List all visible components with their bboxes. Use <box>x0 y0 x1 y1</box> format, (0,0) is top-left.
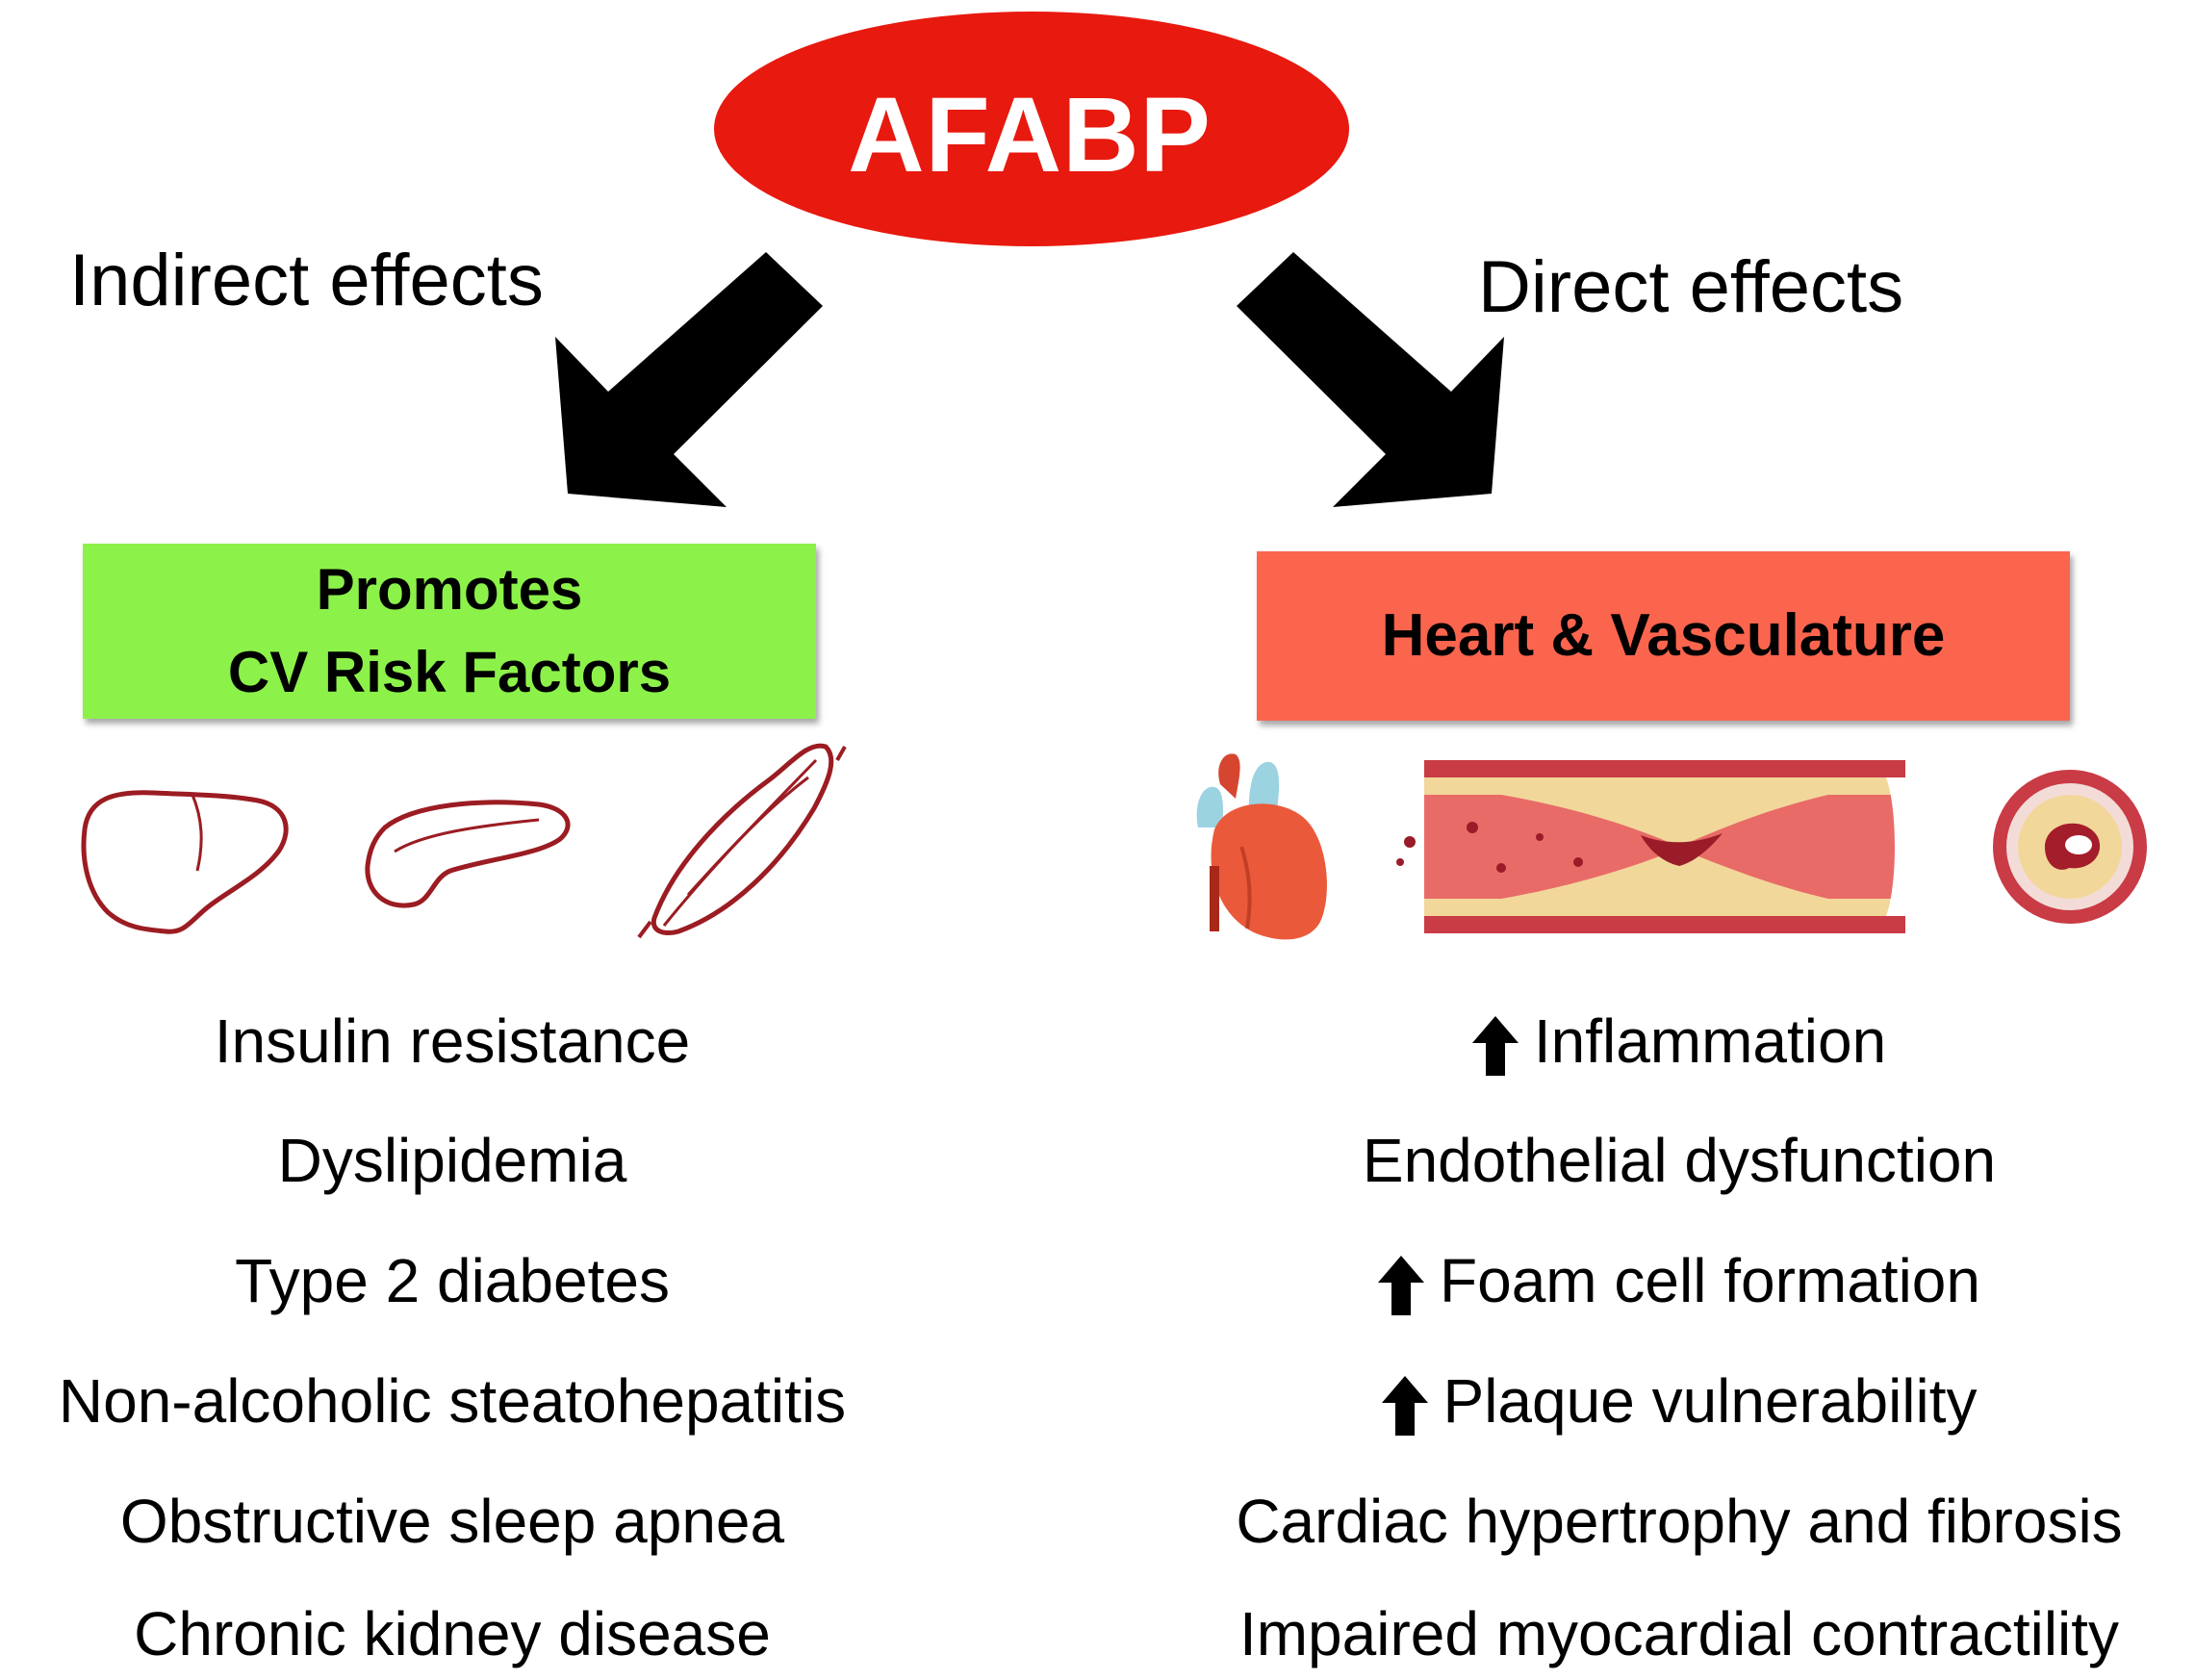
list-item: Obstructive sleep apnea <box>119 1487 785 1556</box>
list-item-text: Foam cell formation <box>1440 1246 1980 1315</box>
direct-effects-arrow-icon <box>1237 252 1504 507</box>
artery-cross-section-icon <box>1993 770 2147 924</box>
pancreas-icon <box>365 800 571 908</box>
cv-risk-factors-box-line-1: Promotes <box>316 557 583 622</box>
list-item-text: Plaque vulnerability <box>1442 1366 1978 1436</box>
list-item: Insulin resistance <box>214 1006 691 1076</box>
list-item: Chronic kidney disease <box>134 1599 771 1668</box>
list-item: Inflammation <box>1174 1003 2184 1080</box>
artery-plaque-icon <box>1396 760 1905 933</box>
heart-icon <box>1196 753 1327 940</box>
list-item-text: Cardiac hypertrophy and fibrosis <box>1236 1487 2123 1556</box>
liver-icon <box>81 790 289 934</box>
list-item: Type 2 diabetes <box>235 1246 670 1315</box>
up-arrow-icon <box>1381 1376 1428 1437</box>
list-item: Plaque vulnerability <box>1174 1362 2184 1439</box>
list-item: Impaired myocardial contractility <box>1174 1595 2184 1672</box>
indirect-effects-arrow-icon <box>555 252 823 507</box>
cv-risk-factors-box-line-2: CV Risk Factors <box>227 640 672 704</box>
list-item: Non-alcoholic steatohepatitis <box>58 1366 847 1436</box>
indirect-effects-label: Indirect effects <box>69 240 544 321</box>
list-item: Dyslipidemia <box>277 1126 627 1195</box>
list-item-text: Endothelial dysfunction <box>1362 1126 1997 1195</box>
list-item: Cardiac hypertrophy and fibrosis <box>1174 1483 2184 1560</box>
list-item: Foam cell formation <box>1174 1242 2184 1319</box>
heart-vasculature-box-line-1: Heart & Vasculature <box>1381 602 1946 669</box>
up-arrow-icon <box>1471 1016 1519 1077</box>
direct-effects-label: Direct effects <box>1478 246 1904 328</box>
heart-vasculature-box: Heart & Vasculature <box>1257 551 2070 721</box>
list-item: Endothelial dysfunction <box>1174 1122 2184 1199</box>
muscle-icon <box>637 743 847 939</box>
cv-risk-factors-box: Promotes CV Risk Factors <box>83 544 816 719</box>
list-item-text: Inflammation <box>1533 1006 1887 1076</box>
list-item-text: Impaired myocardial contractility <box>1238 1599 2120 1668</box>
afabp-label: AFABP <box>848 75 1212 194</box>
up-arrow-icon <box>1378 1256 1425 1316</box>
afabp-ellipse <box>714 12 1349 246</box>
